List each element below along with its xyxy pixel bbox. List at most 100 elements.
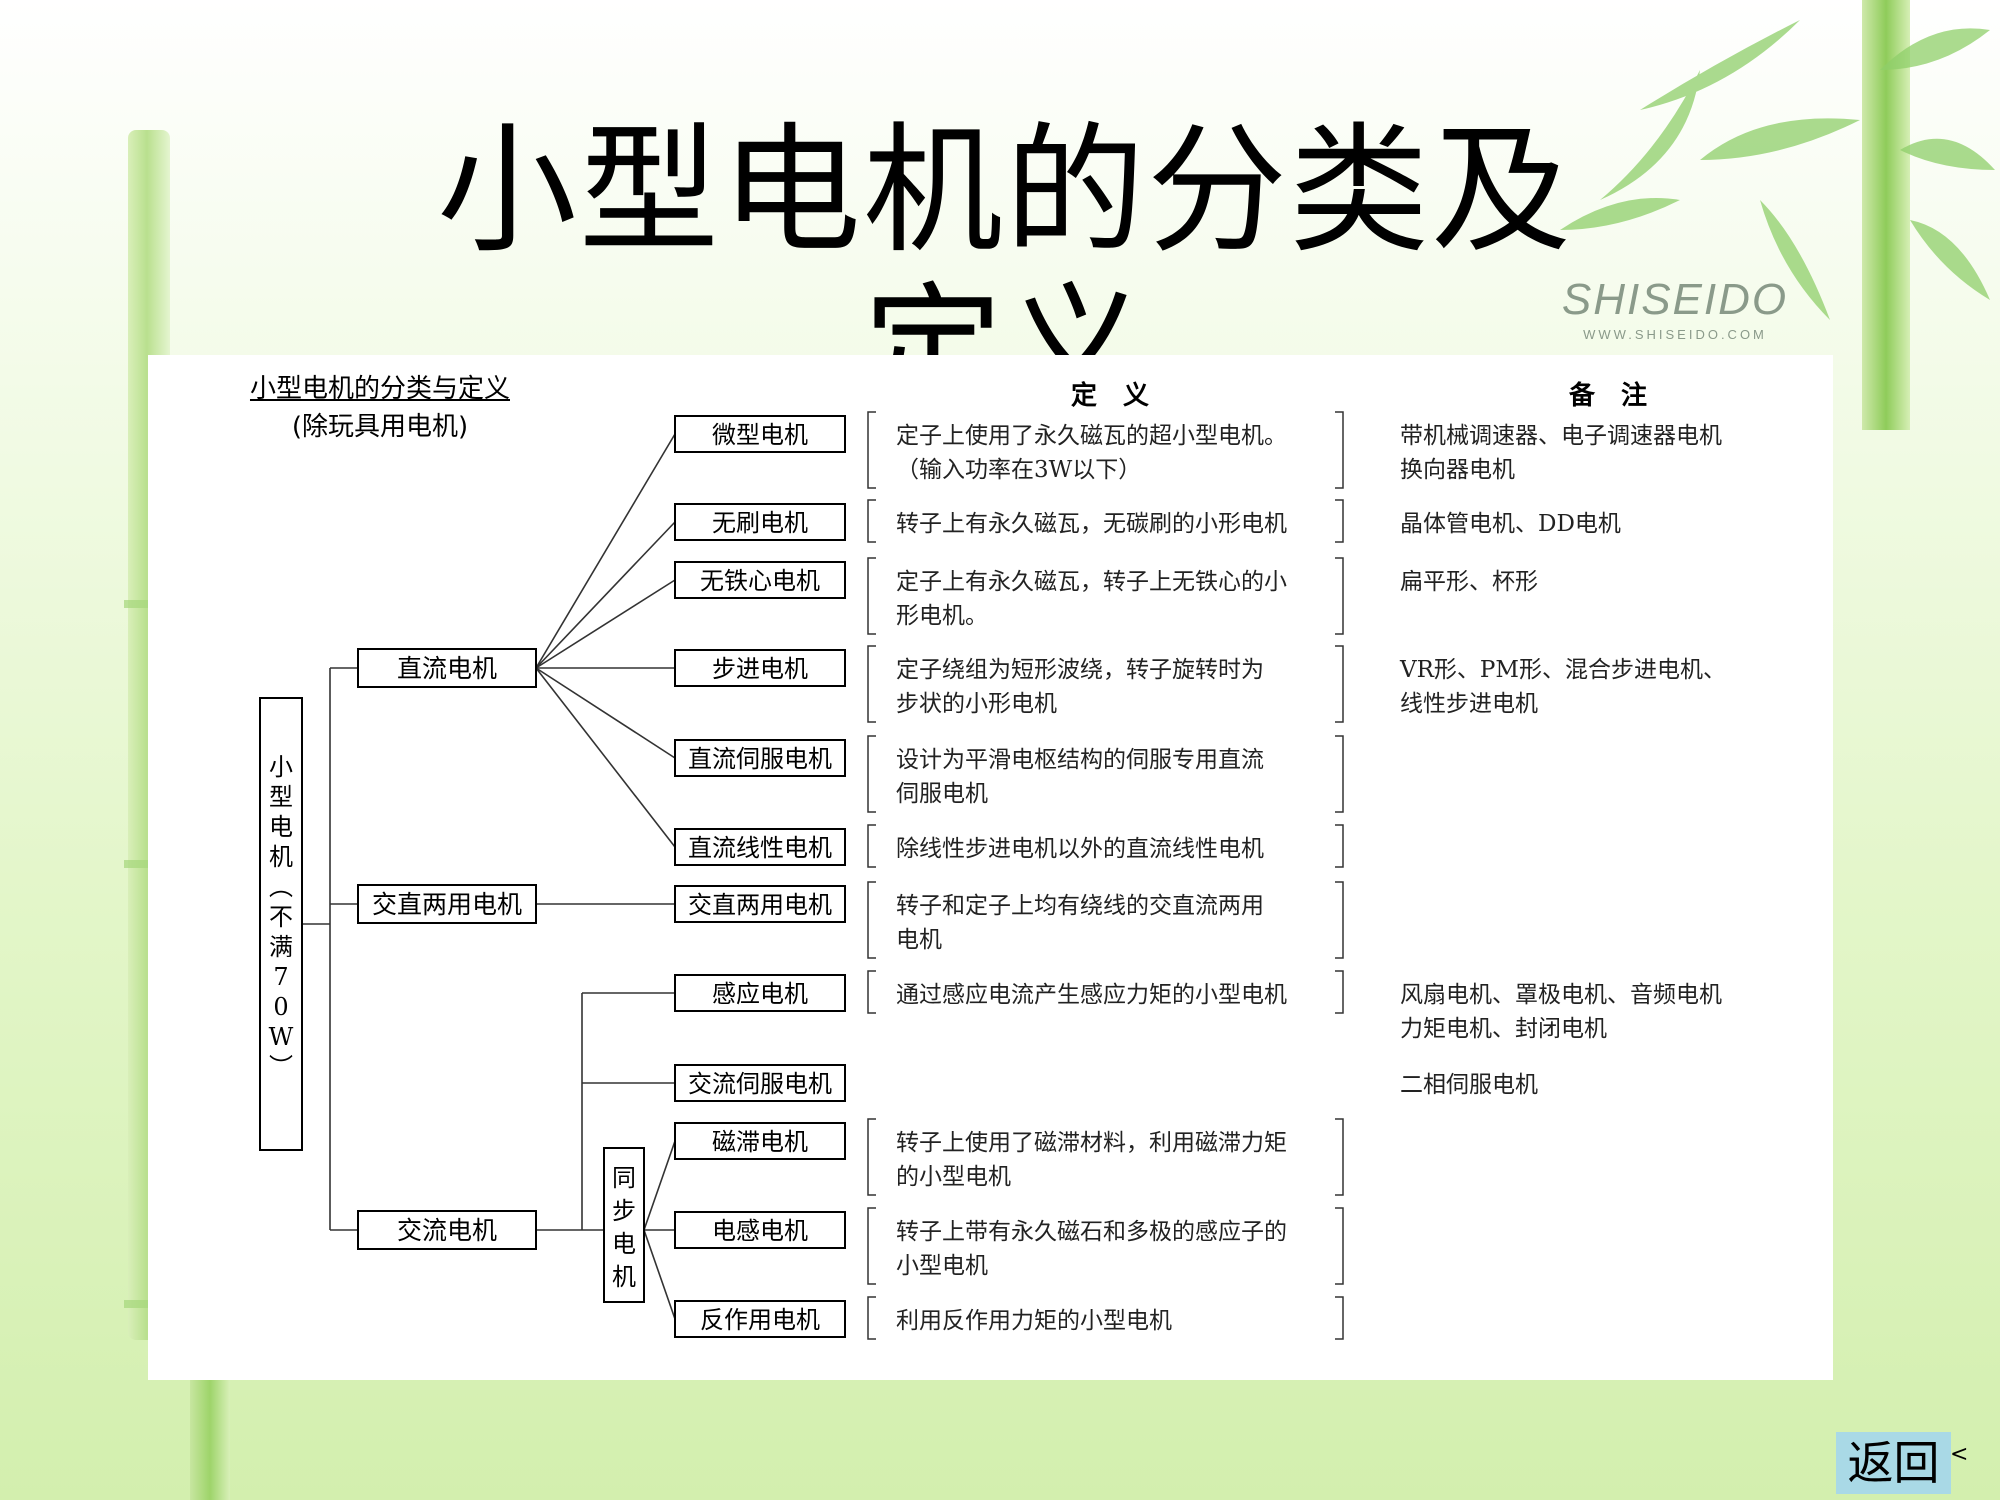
remark-text: 晶体管电机、DD电机: [1400, 511, 1621, 537]
motor-box: [674, 1300, 846, 1338]
definition-bracket-right: [1335, 824, 1344, 868]
motor-box: [674, 1064, 846, 1102]
diagram-panel: [148, 355, 1833, 1380]
definition-bracket-left: [867, 1118, 876, 1196]
header-definition: 定 义: [1071, 380, 1149, 411]
definition-text: 利用反作用力矩的小型电机: [896, 1308, 1172, 1334]
root-char: 小: [269, 753, 293, 781]
motor-label: 磁滞电机: [712, 1128, 808, 1156]
definition-text: 步状的小形电机: [896, 691, 1057, 717]
remark-text: VR形、PM形、混合步进电机、: [1399, 657, 1726, 683]
motor-label: 反作用电机: [700, 1306, 820, 1334]
root-char: 满: [269, 933, 293, 961]
root-char: ︶: [269, 1053, 293, 1081]
definition-bracket-left: [867, 411, 876, 489]
motor-label: 步进电机: [712, 655, 808, 683]
connector-line: [643, 1229, 676, 1320]
definition-text: 除线性步进电机以外的直流线性电机: [896, 836, 1264, 862]
definition-bracket-left: [867, 645, 876, 723]
definition-text: 转子和定子上均有绕线的交直流两用: [896, 893, 1264, 919]
motor-label: 电感电机: [712, 1217, 808, 1245]
definition-bracket-left: [867, 824, 876, 868]
definition-text: 伺服电机: [896, 781, 988, 807]
remark-text: 换向器电机: [1400, 457, 1515, 483]
definition-bracket-right: [1335, 1207, 1344, 1285]
definition-bracket-right: [1335, 970, 1344, 1014]
definition-text: 定子上有永久磁瓦，转子上无铁心的小: [896, 569, 1287, 595]
definition-bracket-left: [867, 735, 876, 813]
category-box-dc: [357, 648, 537, 688]
definition-bracket-left: [867, 557, 876, 635]
motor-label: 交流伺服电机: [688, 1070, 832, 1098]
motor-nodes: 微型电机无刷电机无铁心电机步进电机直流伺服电机直流线性电机交直两用电机感应电机交…: [674, 415, 846, 1338]
definition-text: 转子上有永久磁瓦，无碳刷的小形电机: [896, 511, 1287, 537]
sync-group-char: 同: [612, 1164, 636, 1192]
definition-bracket-right: [1335, 735, 1344, 813]
back-button-arrow: <: [1950, 1442, 1969, 1467]
motor-box: [674, 974, 846, 1012]
definition-text: 形电机。: [896, 603, 988, 629]
definition-bracket-right: [1335, 411, 1344, 489]
remark-text: 扁平形、杯形: [1400, 569, 1538, 595]
root-char: 不: [269, 903, 293, 931]
motor-box: [674, 1122, 846, 1160]
brand-url: WWW.SHISEIDO.COM: [1583, 327, 1767, 342]
definition-bracket-left: [867, 970, 876, 1014]
motor-label: 交直两用电机: [688, 891, 832, 919]
diagram-caption: 小型电机的分类与定义 (除玩具用电机): [200, 370, 560, 446]
definition-bracket-right: [1335, 1296, 1344, 1340]
root-char: 机: [269, 843, 293, 871]
motor-box: [674, 828, 846, 866]
remark-text: 带机械调速器、电子调速器电机: [1400, 423, 1722, 449]
definition-bracket-left: [867, 1296, 876, 1340]
remark-text: 二相伺服电机: [1400, 1072, 1538, 1098]
motor-label: 无铁心电机: [700, 567, 820, 595]
definition-bracket-right: [1335, 881, 1344, 959]
brand-name: SHISEIDO: [1561, 275, 1789, 324]
caption-subtitle: (除玩具用电机): [291, 412, 469, 442]
motor-box: [674, 561, 846, 599]
definition-bracket-left: [867, 499, 876, 543]
motor-box: [674, 1211, 846, 1249]
definition-text: 定子绕组为短形波绕，转子旋转时为: [896, 657, 1264, 683]
header-remark: 备 注: [1568, 380, 1647, 411]
definition-bracket-right: [1335, 645, 1344, 723]
sync-group-char: 电: [612, 1230, 636, 1258]
sync-group-char: 机: [612, 1263, 636, 1291]
sync-group-box: [603, 1147, 645, 1303]
motor-box: [674, 415, 846, 453]
connector-line: [535, 667, 676, 848]
connector-line: [535, 667, 676, 759]
sync-group-char: 步: [612, 1197, 636, 1225]
motor-label: 直流线性电机: [688, 834, 832, 862]
definition-text: 设计为平滑电枢结构的伺服专用直流: [896, 747, 1264, 773]
back-button[interactable]: 返回: [1836, 1432, 1951, 1494]
connector-line: [643, 1140, 676, 1231]
connector-lines: [302, 433, 676, 1320]
definition-text: 转子上使用了磁滞材料，利用磁滞力矩: [896, 1130, 1287, 1156]
definition-text: 电机: [896, 927, 942, 953]
root-char: 7: [273, 963, 288, 991]
remark-text: 力矩电机、封闭电机: [1400, 1016, 1607, 1042]
category-label-acdc: 交直两用电机: [372, 890, 522, 919]
root-char: W: [269, 1023, 294, 1051]
definition-column: 定子上使用了永久磁瓦的超小型电机。 （输入功率在3W以下） 转子上有永久磁瓦，无碳刷…: [867, 411, 1344, 1340]
motor-label: 直流伺服电机: [688, 745, 832, 773]
bamboo-right-decoration: [1862, 0, 1910, 430]
definition-text: （输入功率在3W以下）: [896, 457, 1141, 483]
motor-box: [674, 885, 846, 923]
category-label-dc: 直流电机: [397, 654, 497, 683]
motor-label: 无刷电机: [712, 509, 808, 537]
definition-text: 定子上使用了永久磁瓦的超小型电机。: [896, 423, 1287, 449]
definition-bracket-left: [867, 881, 876, 959]
motor-label: 感应电机: [712, 980, 808, 1008]
definition-bracket-left: [867, 1207, 876, 1285]
root-char: 电: [269, 813, 293, 841]
root-char: 0: [273, 993, 288, 1021]
motor-box: [674, 739, 846, 777]
